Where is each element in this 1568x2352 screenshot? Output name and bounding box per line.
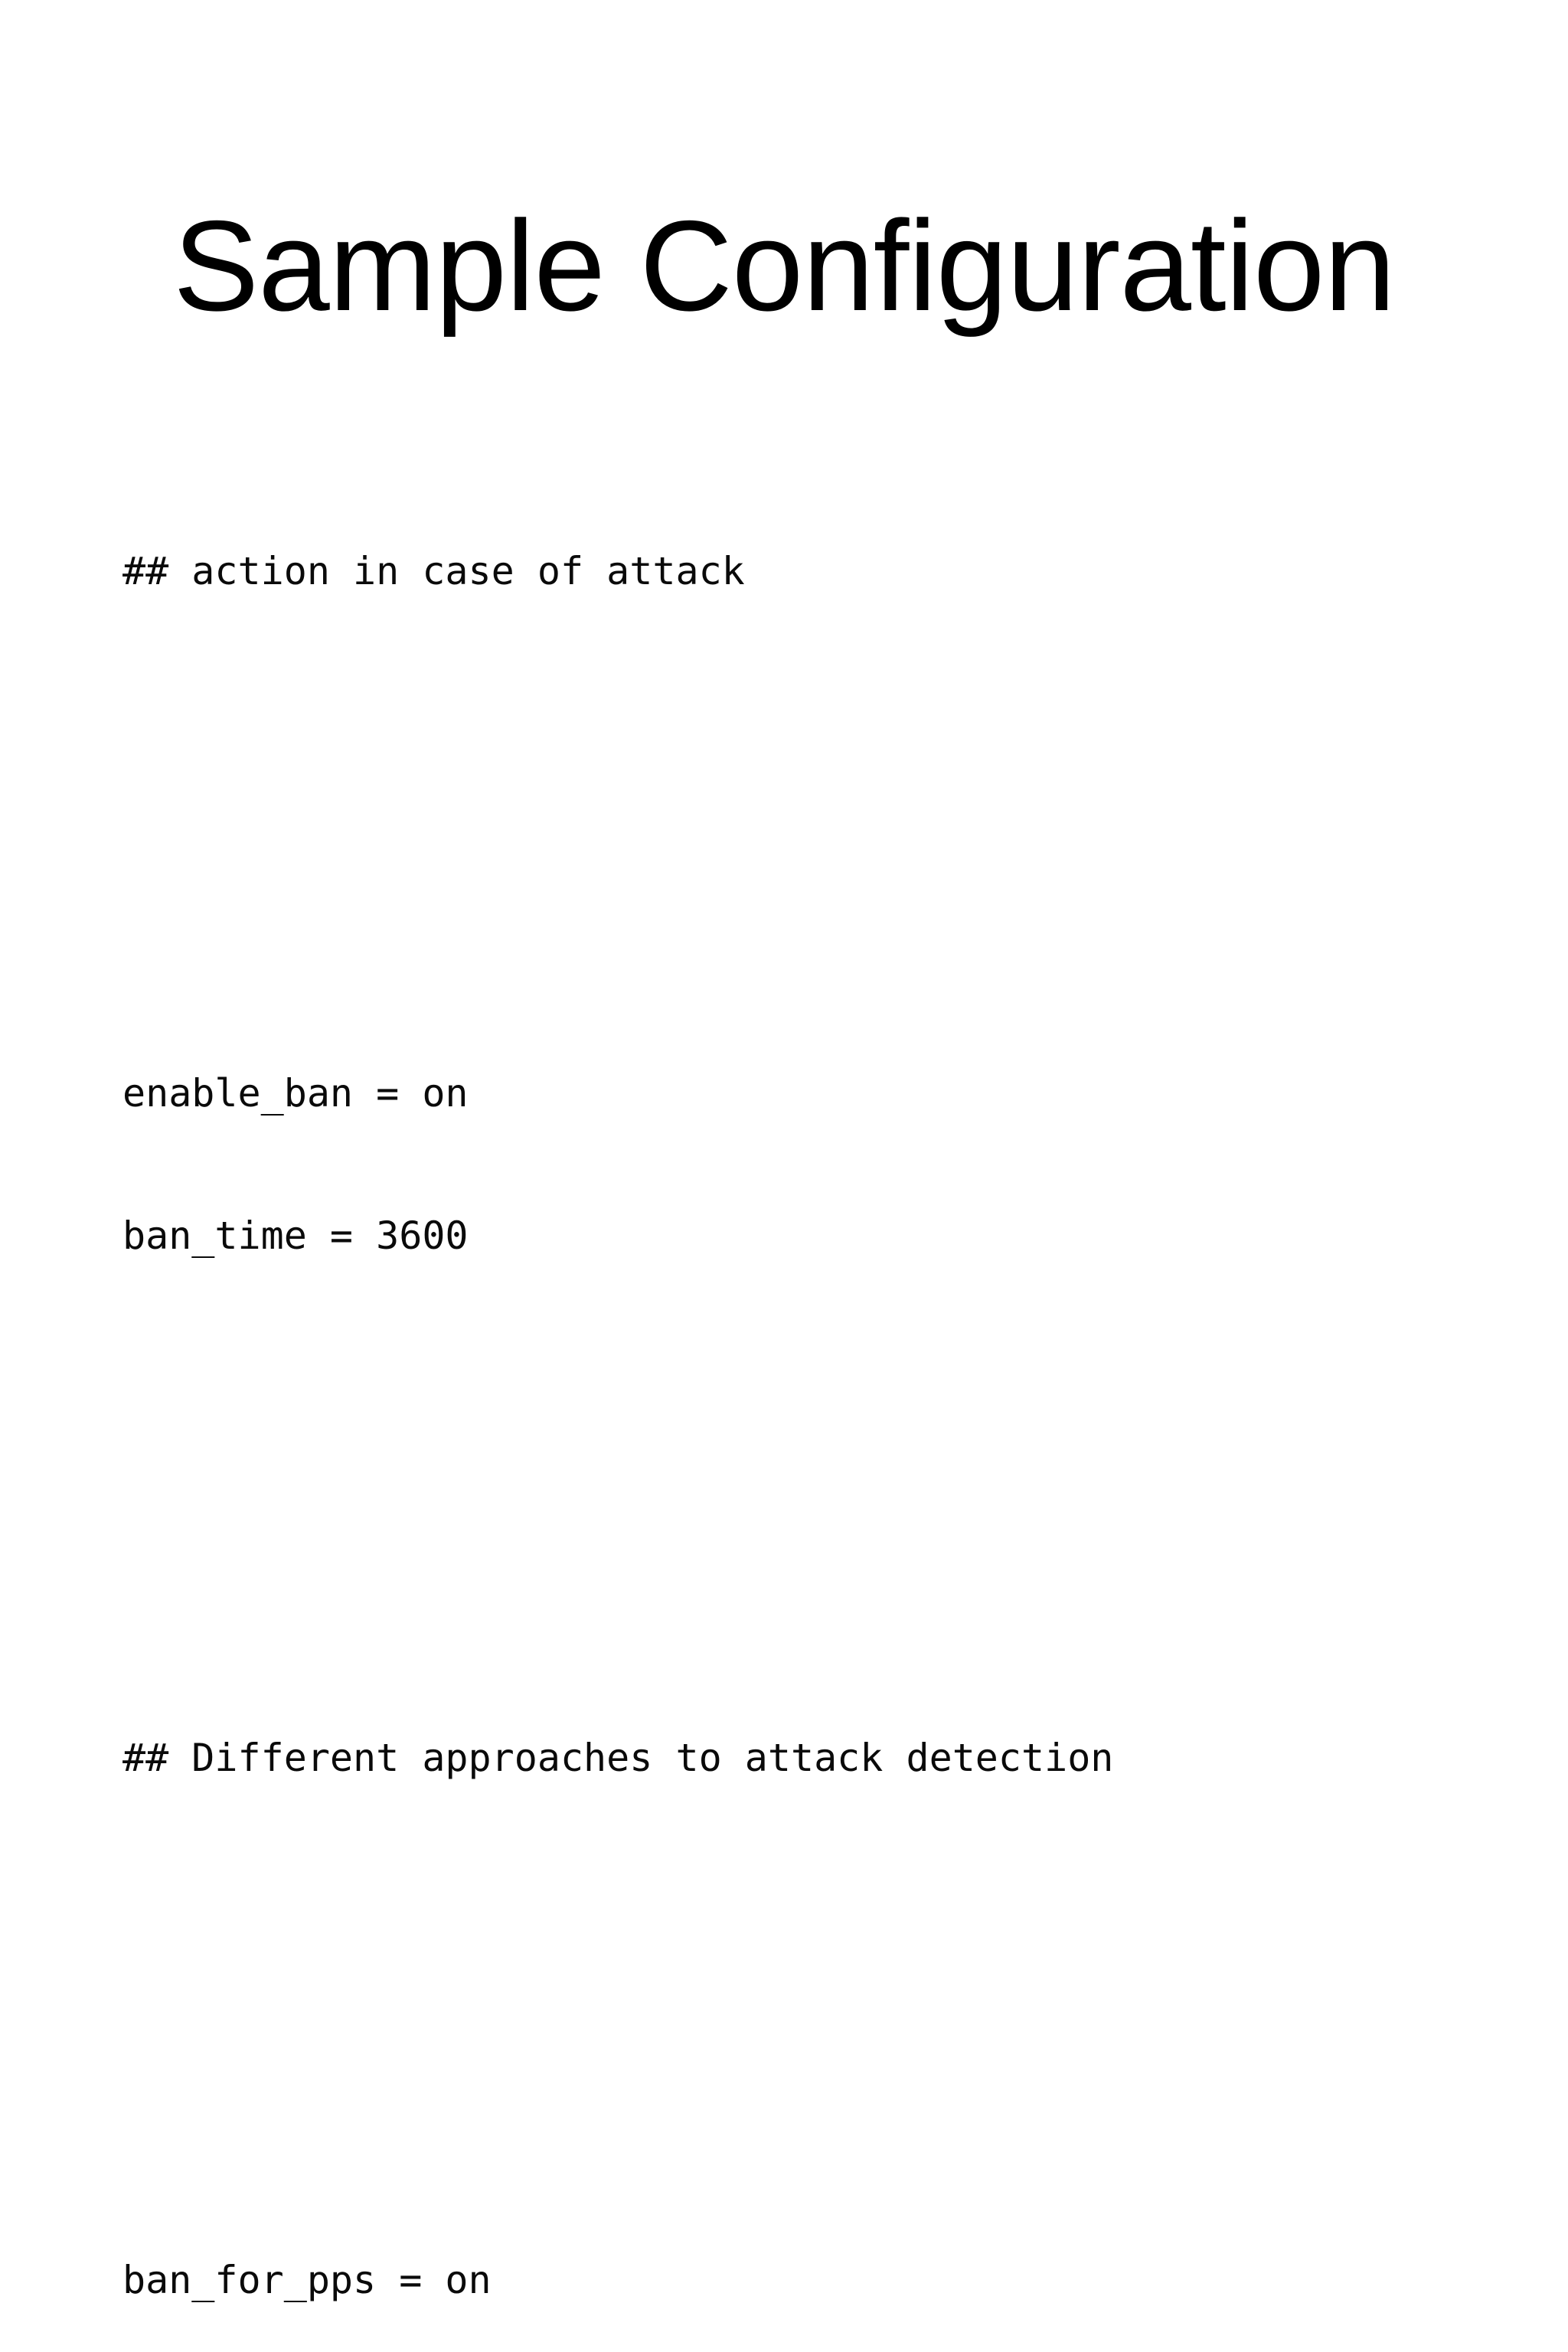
block-spacer (122, 785, 1501, 832)
block-spacer (122, 1449, 1501, 1497)
config-line: ## Different approaches to attack detect… (122, 1736, 1114, 1780)
config-line: ban_for_pps = on (122, 2258, 492, 2302)
configuration-listing: ## action in case of attack enable_ban =… (122, 310, 1501, 2352)
config-block-action: ## action in case of attack (122, 452, 1501, 690)
config-line: ban_time = 3600 (122, 1214, 469, 1258)
presentation-slide: Sample Configuration ## action in case o… (122, 193, 1396, 2302)
config-block-detection-comment: ## Different approaches to attack detect… (122, 1639, 1501, 1877)
config-block-ban-settings: enable_ban = on ban_time = 3600 (122, 975, 1501, 1354)
config-line: enable_ban = on (122, 1071, 469, 1116)
page-title: Sample Configuration (173, 193, 1396, 338)
block-spacer (122, 1971, 1501, 2019)
config-block-ban-for: ban_for_pps = on ban_for_bandwidth = on … (122, 2161, 1501, 2352)
config-line: ## action in case of attack (122, 549, 745, 593)
